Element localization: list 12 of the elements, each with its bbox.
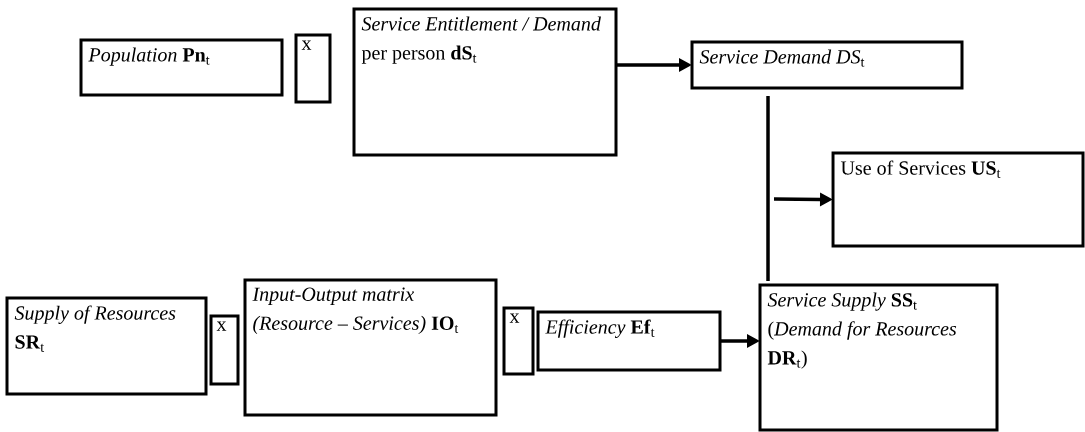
- connector-line: [766, 96, 770, 281]
- operator-box: x: [209, 314, 240, 386]
- operator-box: x: [502, 306, 535, 376]
- text-box: Input-Output matrix (Resource – Services) IO$_{t}$: [243, 278, 498, 417]
- text-box: Supply of Resources SR$_{t}$: [5, 296, 208, 396]
- operator-box: x: [294, 33, 332, 104]
- text-box: Service Supply SS$_{t}$ (Demand for Resources DR$_{t}$): [758, 283, 999, 432]
- text-box: Service Demand DS$_{t}$: [690, 40, 964, 90]
- text-box: Use of Services US$_{t}$: [831, 151, 1085, 248]
- text-box: Population Pn$_{t}$: [79, 38, 284, 97]
- text-box: Service Entitlement / Demand per person dS$_{t}$: [352, 7, 618, 157]
- text-box: Efficiency Ef$_{t}$: [536, 310, 722, 372]
